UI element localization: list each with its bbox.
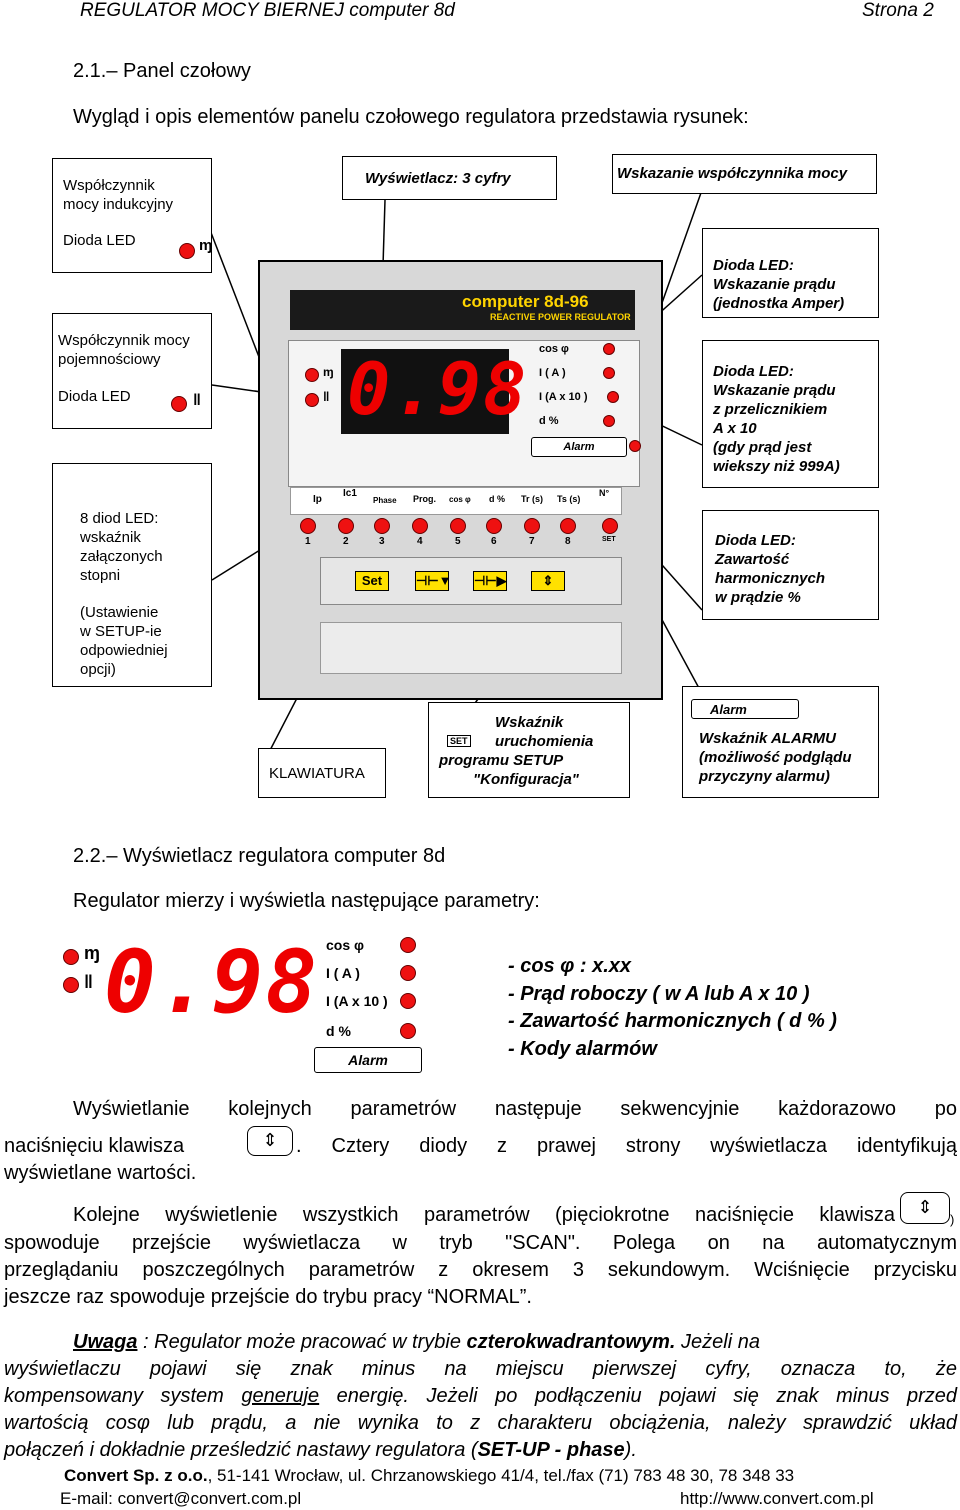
keyboard-callout: KLAWIATURA: [258, 748, 386, 798]
list-item: - Prąd roboczy ( w A lub A x 10 ): [508, 982, 810, 1005]
paragraph-line: przeglądaniu poszczególnych parametrów z…: [4, 1259, 957, 1281]
harmonics-callout: Dioda LED: Zawartość harmonicznych w prą…: [702, 510, 879, 620]
alarm-badge: Alarm: [691, 699, 799, 719]
note-line: wartością cosφ lub prądu, a nie wynika t…: [4, 1412, 957, 1434]
setup-badge: SET: [447, 735, 471, 747]
note-label: Uwaga: [73, 1331, 138, 1353]
inductor-icon: ɱ: [323, 365, 334, 379]
led-cos: [400, 937, 416, 953]
paragraph-line: jeszcze raz spowoduje przejście do trybu…: [4, 1286, 532, 1308]
led-cos: [603, 343, 615, 355]
paragraph-line: . Cztery diody z prawej strony wyświetla…: [296, 1135, 957, 1157]
inductor-icon: ɱ: [84, 943, 101, 963]
display-area: ɱ ‖ 0.98 cos φ I ( A ) I (A x 10 ) d % A…: [288, 340, 641, 487]
led-alarm: [629, 440, 641, 452]
led-amp: [603, 367, 615, 379]
paragraph-line: Kolejne wyświetlenie wszystkich parametr…: [73, 1204, 895, 1226]
alarm-indicator: Alarm: [531, 437, 627, 457]
step-leds-callout: 8 diod LED: wskaźnik załączonych stopni …: [52, 463, 212, 687]
paragraph-line: ): [950, 1212, 955, 1227]
scroll-key[interactable]: ⇕: [531, 571, 565, 591]
led-ax10: [400, 993, 416, 1009]
led-inductive: [179, 243, 195, 259]
led-inductive: [63, 949, 79, 965]
paragraph-line: naciśnięciu klawisza: [4, 1135, 185, 1157]
step-label-strip: Ip Ic1 Phase Prog. cos φ d % Tr (s) Ts (…: [290, 487, 622, 515]
capacitor-icon: ‖: [193, 392, 201, 409]
led-step-8: [560, 518, 576, 534]
led-amp-callout: Dioda LED: Wskazanie prądu (jednostka Am…: [702, 228, 879, 318]
page-number: Strona 2: [862, 0, 934, 21]
section-intro: Wygląd i opis elementów panelu czołowego…: [73, 106, 749, 128]
led-step-5: [450, 518, 466, 534]
note-line: Uwaga : Regulator może pracować w trybie…: [73, 1331, 760, 1353]
front-panel-figure: Współczynnik mocy indukcyjny Dioda LED ɱ…: [0, 150, 960, 810]
led-step-1: [300, 518, 316, 534]
capacitor-icon: ‖: [323, 389, 330, 404]
led-ax10: [607, 391, 619, 403]
led-capacitive: [171, 396, 187, 412]
setup-callout: SET Wskaźnik uruchomienia programu SETUP…: [428, 702, 630, 798]
list-item: - Kody alarmów: [508, 1037, 657, 1060]
footer-email[interactable]: E-mail: convert@convert.com.pl: [60, 1489, 302, 1508]
paragraph-line: wyświetlane wartości.: [4, 1162, 197, 1184]
inductive-callout: Współczynnik mocy indukcyjny Dioda LED ɱ: [52, 158, 212, 273]
led-step-4: [412, 518, 428, 534]
footer-website-link[interactable]: http://www.convert.com.pl: [680, 1489, 874, 1508]
panel-lower: [320, 622, 622, 674]
led-capacitive: [63, 977, 79, 993]
add-step-key[interactable]: ⊣⊢▶: [473, 571, 507, 591]
pf-callout: Wskazanie współczynnika mocy: [612, 154, 877, 194]
footer-address: Convert Sp. z o.o., 51-141 Wrocław, ul. …: [64, 1466, 795, 1485]
inductor-icon: ɱ: [199, 237, 213, 254]
brand-bar: computer 8d-96 REACTIVE POWER REGULATOR: [290, 290, 635, 330]
param-list: - cos φ : x.xx - Prąd roboczy ( w A lub …: [508, 953, 837, 1063]
section-title: 2.1.– Panel czołowy: [73, 60, 251, 82]
note-line: wyświetlaczu pojawi się znak minus na mi…: [4, 1358, 957, 1380]
led-step-3: [374, 518, 390, 534]
scroll-key-icon: ⇕: [900, 1192, 950, 1224]
alarm-callout: Alarm Wskaźnik ALARMU (możliwość podgląd…: [682, 686, 879, 798]
remove-step-key[interactable]: ⊣⊢▼: [415, 571, 452, 591]
list-item: - Zawartość harmonicznych ( d % ): [508, 1010, 837, 1032]
led-harmonics: [400, 1023, 416, 1039]
led-inductive: [305, 368, 319, 382]
paragraph-line: spowoduje przejście wyświetlacza w tryb …: [4, 1232, 957, 1254]
note-line: kompensowany system generuje energię. Je…: [4, 1385, 958, 1407]
led-step-6: [486, 518, 502, 534]
header-title: REGULATOR MOCY BIERNEJ computer 8d: [80, 0, 455, 21]
keypad: Set ⊣⊢▼ ⊣⊢▶ ⇕: [320, 557, 622, 605]
display-callout: Wyświetlacz: 3 cyfry: [342, 156, 557, 200]
led-display: 0.98: [104, 933, 317, 1039]
section-intro: Regulator mierzy i wyświetla następujące…: [73, 890, 540, 912]
led-ax10-callout: Dioda LED: Wskazanie prądu z przelicznik…: [702, 340, 879, 488]
section-title: 2.2.– Wyświetlacz regulatora computer 8d: [73, 845, 446, 867]
scroll-key-icon: ⇕: [247, 1126, 293, 1156]
note-line: połączeń i dokładnie prześledzić nastawy…: [4, 1439, 637, 1461]
capacitor-icon: ‖: [84, 972, 93, 992]
led-step-7: [524, 518, 540, 534]
led-capacitive: [305, 393, 319, 407]
led-harmonics: [603, 415, 615, 427]
led-display: 0.98: [341, 347, 526, 434]
led-step-2: [338, 518, 354, 534]
paragraph-line: Wyświetlanie kolejnych parametrów następ…: [73, 1098, 957, 1120]
alarm-indicator: Alarm: [314, 1047, 422, 1073]
list-item: - cos φ : x.xx: [508, 955, 632, 977]
led-setup: [602, 518, 618, 534]
led-amp: [400, 965, 416, 981]
display-figure: ɱ ‖ 0.98 cos φ I ( A ) I (A x 10 ) d % A…: [58, 933, 428, 1075]
device-panel: computer 8d-96 REACTIVE POWER REGULATOR …: [258, 260, 663, 700]
capacitive-callout: Współczynnik mocy pojemnościowy Dioda LE…: [52, 313, 212, 429]
set-key[interactable]: Set: [355, 571, 389, 591]
